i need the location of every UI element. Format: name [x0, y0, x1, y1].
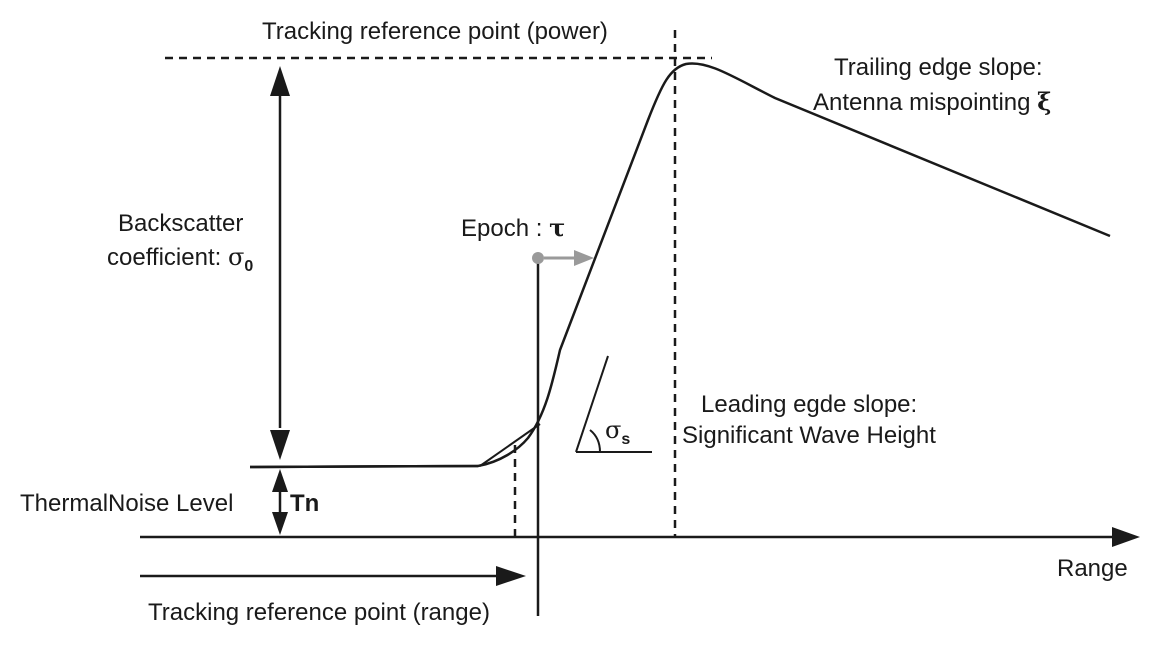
tau-symbol: τ	[549, 213, 566, 242]
sigma-s-symbol: σ	[605, 416, 622, 444]
trailing-edge-label: Trailing edge slope:	[834, 54, 1043, 81]
waveform-curve	[249, 62, 1111, 469]
xi-symbol: ξ	[1037, 87, 1052, 116]
sigma-0-subscript: 0	[244, 257, 254, 275]
backscatter-label: Backscatter	[118, 210, 244, 237]
sigma-s-angle-side	[575, 355, 609, 453]
epoch-text: Epoch :	[461, 215, 543, 242]
thermal-noise-arrowhead-bottom	[272, 512, 288, 535]
tracking-range-label: Tracking reference point (range)	[148, 599, 490, 626]
tracking-power-label: Tracking reference point (power)	[262, 18, 608, 45]
range-axis-arrowhead	[1112, 527, 1140, 547]
significant-wave-height-label: Significant Wave Height	[682, 422, 936, 449]
sigma-0-symbol: σ	[227, 243, 245, 271]
sigma-s-label: σs	[605, 418, 630, 448]
range-label: Range	[1057, 555, 1128, 582]
leading-edge-label: Leading egde slope:	[701, 391, 918, 418]
coefficient-text: coefficient:	[107, 244, 222, 271]
epoch-marker-arrowhead	[574, 250, 594, 266]
epoch-marker-dot	[532, 252, 544, 264]
thermal-noise-arrowhead-top	[272, 469, 288, 492]
antenna-mispointing-label: Antenna mispointing ξ	[813, 90, 1051, 115]
thermal-noise-label: ThermalNoise Level	[20, 490, 234, 517]
tracking-range-arrowhead	[496, 566, 526, 586]
backscatter-coefficient-label: coefficient: σ0	[107, 245, 253, 275]
backscatter-arrowhead-bottom	[270, 430, 290, 460]
backscatter-arrowhead-top	[270, 66, 290, 96]
leading-edge-tangent	[479, 423, 541, 467]
sigma-s-subscript: s	[621, 430, 631, 448]
epoch-label: Epoch : τ	[461, 216, 565, 241]
sigma-s-angle-arc	[589, 429, 601, 453]
tn-label: Tn	[290, 490, 320, 517]
antenna-mispointing-text: Antenna mispointing	[813, 89, 1031, 116]
